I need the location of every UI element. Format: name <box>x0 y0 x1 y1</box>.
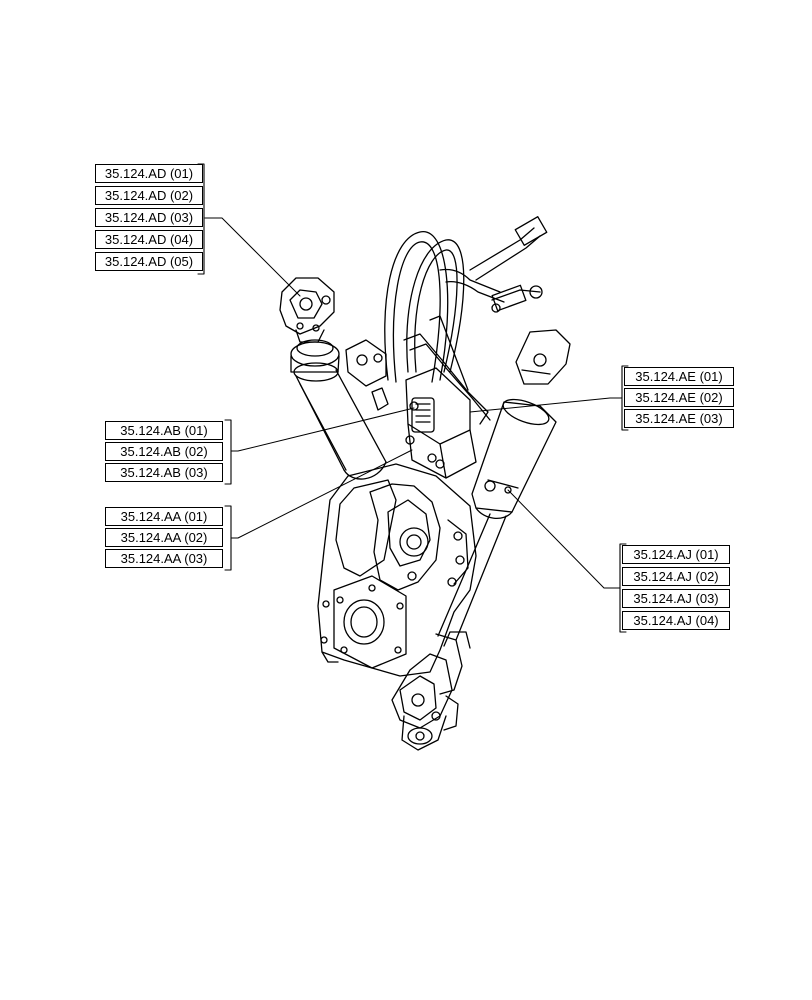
top-clevis-ad <box>279 277 335 343</box>
callout-aa-02[interactable]: 35.124.AA (02) <box>105 528 223 547</box>
callout-aj-03[interactable]: 35.124.AJ (03) <box>622 589 730 608</box>
callout-ad-03[interactable]: 35.124.AD (03) <box>95 208 203 227</box>
leader-ae <box>469 397 623 413</box>
callout-ab-03[interactable]: 35.124.AB (03) <box>105 463 223 482</box>
lower-clevis <box>391 631 471 751</box>
callout-ae-03[interactable]: 35.124.AE (03) <box>624 409 734 428</box>
callout-aj-02[interactable]: 35.124.AJ (02) <box>622 567 730 586</box>
callout-ab-02[interactable]: 35.124.AB (02) <box>105 442 223 461</box>
callout-ae-02[interactable]: 35.124.AE (02) <box>624 388 734 407</box>
hose-loops <box>384 216 548 383</box>
leader-ab <box>230 407 415 452</box>
callout-ad-02[interactable]: 35.124.AD (02) <box>95 186 203 205</box>
callout-aa-01[interactable]: 35.124.AA (01) <box>105 507 223 526</box>
callout-brackets <box>197 163 629 633</box>
callout-ad-04[interactable]: 35.124.AD (04) <box>95 230 203 249</box>
callout-aj-01[interactable]: 35.124.AJ (01) <box>622 545 730 564</box>
leader-aa <box>230 449 413 539</box>
leader-lines <box>204 217 623 589</box>
leader-ad <box>204 217 301 297</box>
callout-ad-01[interactable]: 35.124.AD (01) <box>95 164 203 183</box>
callout-ab-01[interactable]: 35.124.AB (01) <box>105 421 223 440</box>
callout-aa-03[interactable]: 35.124.AA (03) <box>105 549 223 568</box>
main-housing <box>317 463 477 677</box>
callout-ae-01[interactable]: 35.124.AE (01) <box>624 367 734 386</box>
callout-aj-04[interactable]: 35.124.AJ (04) <box>622 611 730 630</box>
callout-ad-05[interactable]: 35.124.AD (05) <box>95 252 203 271</box>
valve-block <box>345 315 491 479</box>
leader-aj <box>507 489 621 589</box>
left-lift-cylinder <box>290 339 387 480</box>
right-lift-cylinder <box>437 329 571 641</box>
